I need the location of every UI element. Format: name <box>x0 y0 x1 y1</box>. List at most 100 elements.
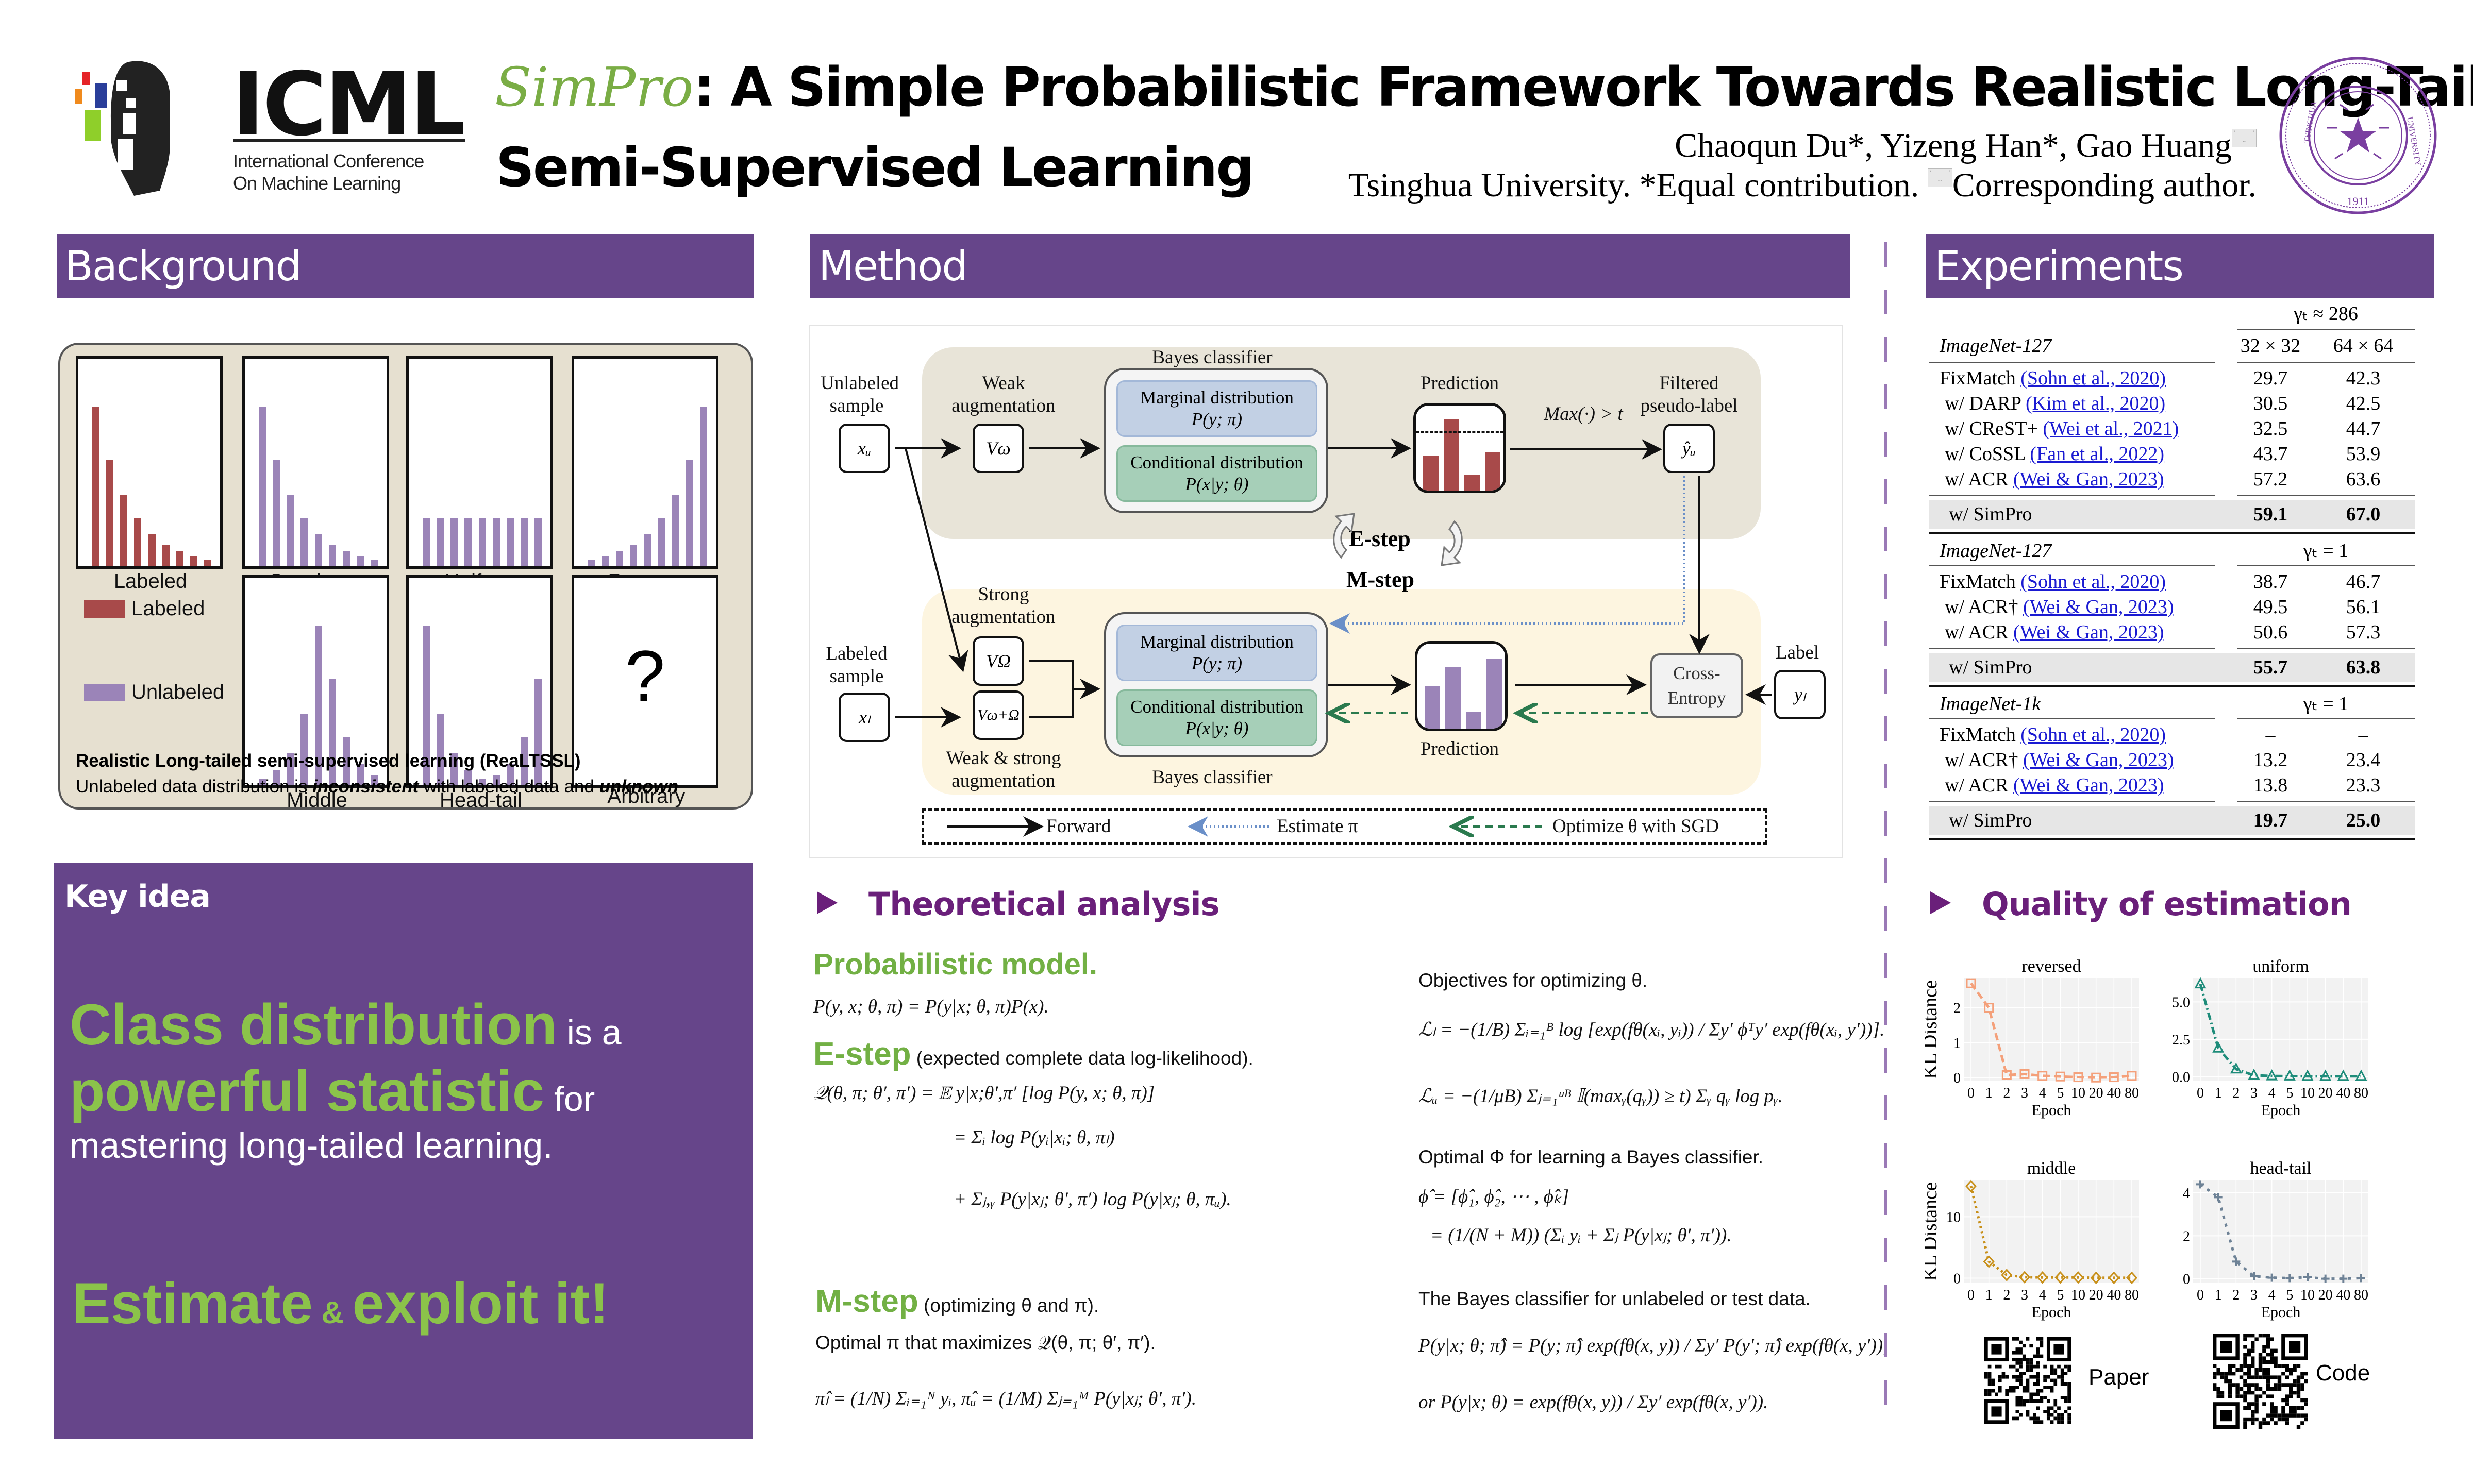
prob-model-equation: P(y, x; θ, π) = P(y|x; θ, π)P(x). <box>813 996 1049 1017</box>
label-line: Labeled <box>826 643 888 664</box>
label-line: Unlabeled <box>821 373 899 394</box>
citation-link[interactable]: (Wei et al., 2021) <box>2043 418 2179 440</box>
icml-logo: ICML International Conference On Machine… <box>67 57 479 201</box>
method-name: w/ DARP <box>1945 393 2026 414</box>
x-tick-label: 2 <box>2003 1085 2010 1101</box>
x-tick-label: 80 <box>2125 1287 2139 1303</box>
data-point <box>2127 1071 2137 1081</box>
value-32: 32.5 <box>2253 418 2288 440</box>
distribution-bar <box>272 460 280 566</box>
bayes-classifier-label-bottom: Bayes classifier <box>1152 767 1273 788</box>
cycle-arrow-right-icon <box>1441 520 1463 566</box>
data-point <box>2303 1273 2312 1281</box>
prediction-label-m: Prediction <box>1420 738 1499 760</box>
marginal-eq: P(y; π) <box>1191 653 1243 673</box>
distribution-bar <box>450 518 458 566</box>
key-exploit: exploit it! <box>352 1271 609 1336</box>
label-line: Cross- <box>1673 663 1720 683</box>
marginal-eq: P(y; π) <box>1191 409 1243 429</box>
prediction-bar <box>1464 475 1480 491</box>
table-rule <box>2237 565 2415 566</box>
data-point <box>2196 1180 2204 1189</box>
distribution-bar <box>134 518 142 566</box>
table-rule <box>1929 648 2215 649</box>
realtssl-caption: Realistic Long-tailed semi-supervised le… <box>76 751 581 771</box>
citation-link[interactable]: (Kim et al., 2020) <box>2025 393 2166 414</box>
method-name: FixMatch <box>1940 724 2021 746</box>
paper-qr-code[interactable] <box>1984 1337 2071 1424</box>
subheader-theoretical-analysis: Theoretical analysis <box>817 885 1220 923</box>
citation-link[interactable]: (Wei & Gan, 2023) <box>2013 621 2164 643</box>
prediction-bars <box>1417 644 1505 729</box>
data-point <box>2019 1069 2030 1079</box>
node-x-u: xᵤ <box>839 424 890 473</box>
section-header-experiments: Experiments <box>1926 234 2434 298</box>
data-point <box>2283 1069 2296 1081</box>
citation-link[interactable]: (Fan et al., 2022) <box>2030 443 2165 465</box>
citation-link[interactable]: (Wei & Gan, 2023) <box>2013 468 2164 490</box>
citation-link[interactable]: (Sohn et al., 2020) <box>2020 367 2166 389</box>
method-cell: w/ ACR (Wei & Gan, 2023) <box>1945 620 2164 645</box>
tsinghua-seal-icon: 1911 TSINGHUA UNIVERSITY <box>2279 57 2437 214</box>
value-32: 57.2 <box>2253 468 2288 490</box>
x-tick-label: 0 <box>1967 1287 1975 1303</box>
method-name: w/ ACR <box>1945 621 2014 643</box>
citation-link[interactable]: (Wei & Gan, 2023) <box>2013 774 2164 796</box>
prediction-bar <box>1486 659 1502 729</box>
bayes-classifier-heading: The Bayes classifier for unlabeled or te… <box>1418 1288 1811 1309</box>
method-cell: w/ CReST+ (Wei et al., 2021) <box>1945 416 2179 442</box>
cross-entropy-box: Cross- Entropy <box>1650 653 1743 718</box>
key-powerful-statistic: powerful statistic <box>70 1058 545 1123</box>
data-point <box>2037 1071 2048 1081</box>
x-tick-label: 2 <box>2232 1287 2240 1303</box>
method-cell: w/ DARP (Kim et al., 2020) <box>1945 391 2165 416</box>
prediction-bar <box>1423 456 1439 491</box>
x-tick-label: 0 <box>2197 1085 2204 1101</box>
diagram-arrows <box>895 438 1772 837</box>
legend-forward: Forward <box>1046 816 1111 837</box>
x-axis-label: Epoch <box>2261 1102 2301 1119</box>
data-point <box>2036 1271 2048 1284</box>
authors: Chaoqun Du*, Yizeng Han*, Gao Huang <box>1675 126 2257 165</box>
citation-link[interactable]: (Wei & Gan, 2023) <box>2023 596 2174 618</box>
code-qr-code[interactable] <box>2213 1334 2308 1429</box>
x-tick-label: 10 <box>2300 1085 2315 1101</box>
label-text: Label <box>1775 642 1819 663</box>
table-rule <box>2237 801 2415 802</box>
subheader-text: Quality of estimation <box>1982 885 2352 923</box>
citation-link[interactable]: (Sohn et al., 2020) <box>2020 571 2166 593</box>
node-v-weak-strong: Vω+Ω <box>973 690 1024 740</box>
distribution-bar <box>328 545 336 566</box>
threshold-line <box>1416 431 1503 433</box>
legend-estimate: Estimate π <box>1277 816 1358 837</box>
marginal-label: Marginal distribution <box>1140 632 1294 652</box>
x-tick-label: 80 <box>2125 1085 2139 1101</box>
citation-link[interactable]: (Wei & Gan, 2023) <box>2023 749 2174 771</box>
icml-head-icon <box>75 61 170 196</box>
y-tick-label: 4 <box>2183 1186 2190 1202</box>
distribution-label: Middle <box>287 789 347 812</box>
prediction-bar <box>1445 667 1461 729</box>
subheader-text: Theoretical analysis <box>868 885 1220 923</box>
distribution-chart-reverse <box>572 356 718 569</box>
data-point <box>2108 1271 2120 1285</box>
citation-link[interactable]: (Sohn et al., 2020) <box>2020 724 2166 746</box>
value-32: 19.7 <box>2253 810 2288 831</box>
value-64: 56.1 <box>2346 596 2381 618</box>
plot-area <box>1964 978 2139 1081</box>
distribution-chart-middle <box>242 575 389 788</box>
data-point <box>2319 1069 2332 1081</box>
author-names: Chaoqun Du*, Yizeng Han*, Gao Huang <box>1675 127 2232 164</box>
method-name: w/ ACR† <box>1945 749 2024 771</box>
